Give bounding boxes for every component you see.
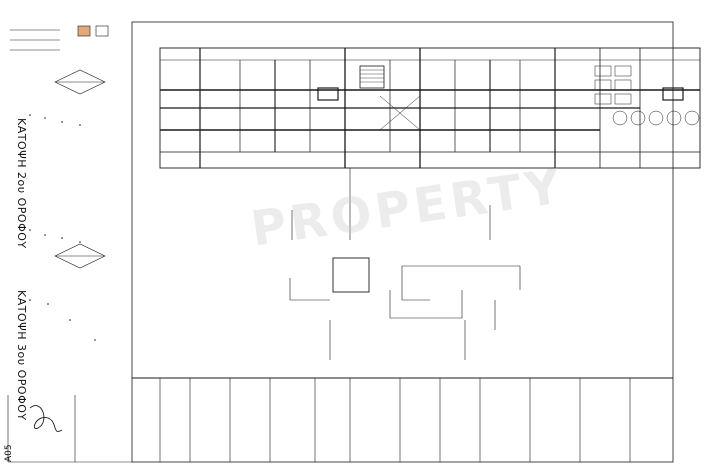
legend-hatch-swatch	[77, 25, 91, 37]
legend-area	[10, 25, 109, 269]
sheet-frame	[131, 21, 674, 463]
sheet-number: A05	[4, 444, 14, 462]
dimension-ticks	[29, 114, 96, 341]
plan-label-lower: ΚΑΤΟΨΗ 3ου ΟΡΟΦΟΥ	[15, 290, 28, 421]
title-block	[7, 377, 673, 463]
legend-empty-swatch	[95, 25, 109, 37]
plan-label-upper: ΚΑΤΟΨΗ 2ου ΟΡΟΦΟΥ	[15, 118, 28, 249]
signature-mark	[29, 405, 63, 432]
parking-bays	[594, 65, 700, 126]
annotation-leaders	[289, 168, 521, 360]
